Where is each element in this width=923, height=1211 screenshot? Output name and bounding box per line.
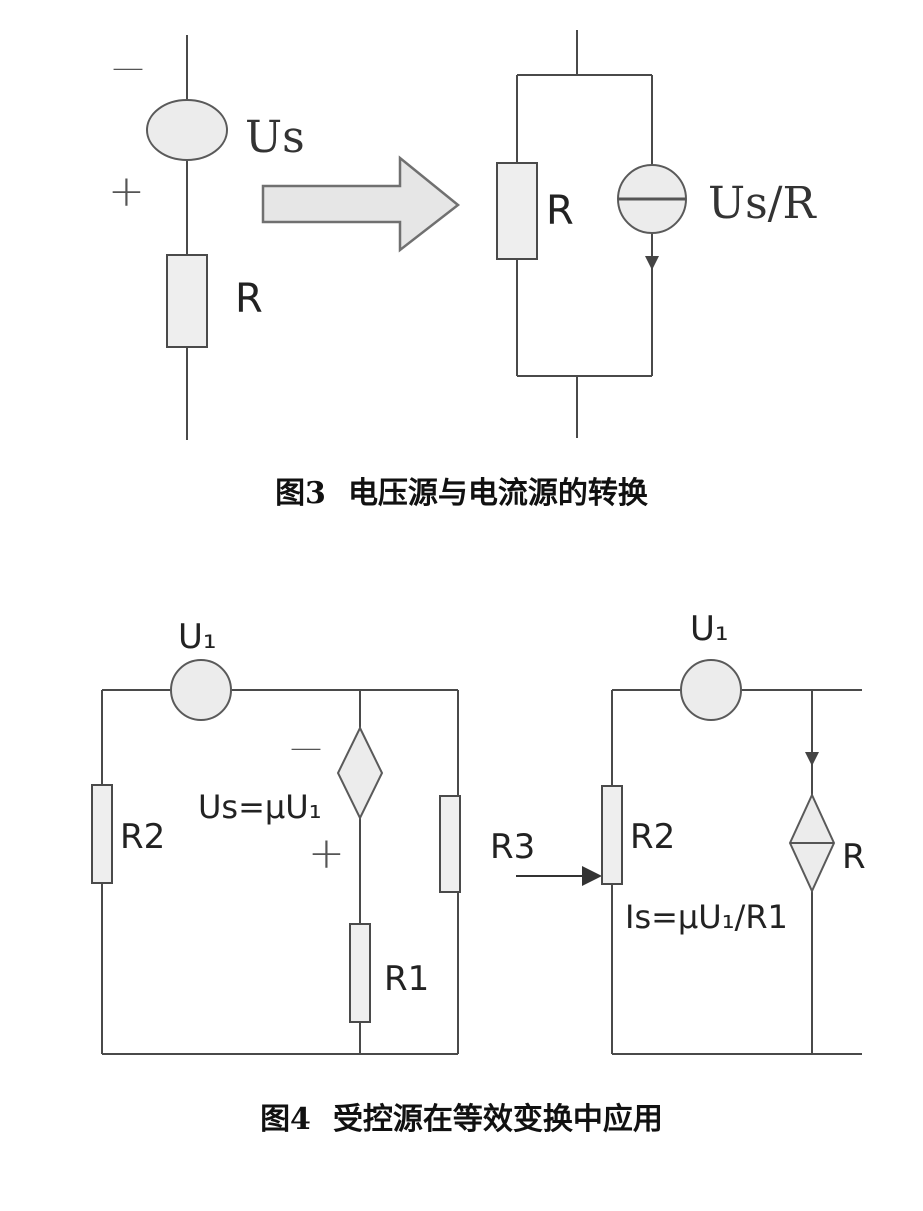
figure4-number: 图4	[260, 1102, 311, 1137]
r2-label: R2	[120, 817, 165, 857]
us-r-label: Us/R	[708, 178, 817, 229]
us-mu-u1-label: Us=μU₁	[198, 788, 322, 826]
figure3-current-source-circuit: R Us/R	[496, 30, 817, 438]
r-parallel-label: R	[546, 188, 574, 234]
figure3-number: 图3	[275, 476, 326, 511]
resistor-r-parallel	[496, 162, 538, 260]
source-u1	[170, 659, 232, 721]
figure3-caption: 图3 电压源与电流源的转换	[0, 468, 923, 512]
figure4-left-circuit: U₁ R2 — + Us=μU₁ R1	[91, 617, 461, 1055]
r2-right-label: R2	[630, 817, 675, 857]
figure3-voltage-source-circuit: Us — + R	[108, 35, 305, 440]
current-direction-arrow-icon	[805, 752, 819, 766]
transform-arrow-icon	[261, 155, 461, 253]
resistor-r1	[349, 923, 371, 1023]
resistor-r2-right	[601, 785, 623, 885]
is-mu-u1-r1-label: Is=μU₁/R1	[625, 898, 788, 936]
u1-label: U₁	[178, 617, 217, 657]
r1-label: R1	[384, 959, 429, 999]
figure4-right-circuit: U₁ R2 R Is=μU₁/R1	[601, 609, 866, 1055]
figure4-title: 受控源在等效变换中应用	[332, 1102, 663, 1137]
us-label: Us	[245, 112, 305, 163]
minus-sign: —	[112, 48, 144, 86]
resistor-r2	[91, 784, 113, 884]
u1-right-label: U₁	[690, 609, 729, 649]
dependent-voltage-source-icon	[336, 725, 384, 821]
resistor-r	[166, 254, 208, 348]
r3-label: R3	[490, 827, 535, 867]
source-u1-right	[680, 659, 742, 721]
plus-sign: +	[108, 166, 145, 217]
minus-sign: —	[290, 728, 322, 766]
voltage-source-us	[146, 99, 228, 161]
figure3-title: 电压源与电流源的转换	[347, 476, 648, 511]
figure4-caption: 图4 受控源在等效变换中应用	[0, 1094, 923, 1138]
resistor-right-branch	[439, 795, 461, 893]
current-direction-arrow-icon	[645, 256, 659, 270]
cut-r-label: R	[842, 837, 866, 877]
r-label: R	[235, 276, 263, 322]
plus-sign: +	[308, 828, 345, 879]
